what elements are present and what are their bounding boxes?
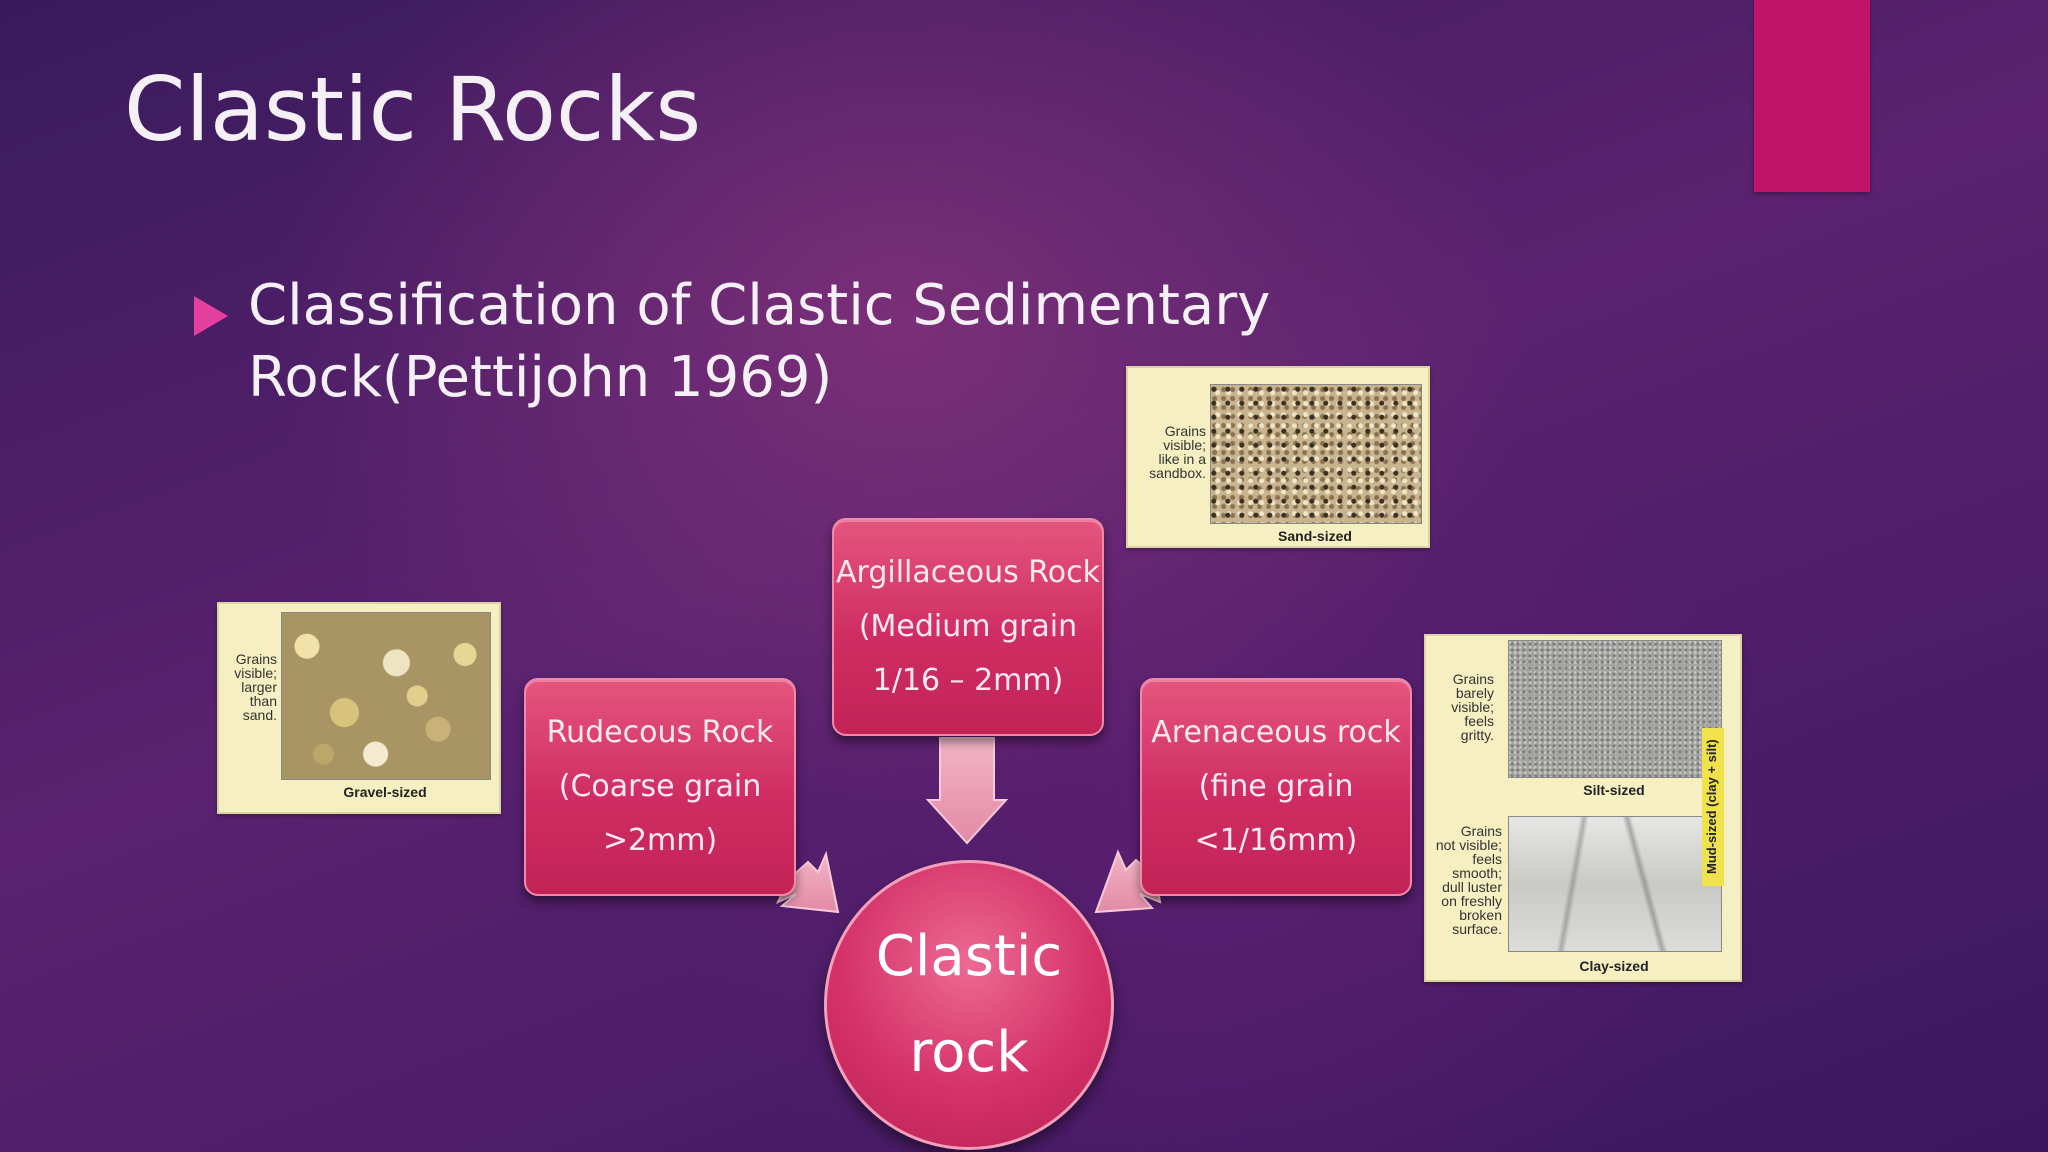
clay-photo [1508,816,1722,952]
arenaceous-line-3: <1/16mm) [1194,823,1358,858]
argillaceous-rock-box: Argillaceous Rock (Medium grain 1/16 – 2… [832,518,1104,736]
arrow-argillaceous-to-clastic [925,737,1009,845]
clastic-rock-circle: Clastic rock [824,860,1114,1150]
arenaceous-line-2: (fine grain [1198,769,1354,804]
argillaceous-line-1: Argillaceous Rock [836,555,1100,590]
rudecous-rock-box: Rudecous Rock (Coarse grain >2mm) [524,678,796,896]
gravel-image-card: Grains visible; larger than sand. Gravel… [217,602,501,814]
slide-title: Clastic Rocks [124,58,702,161]
silt-photo [1508,640,1722,778]
rudecous-line-3: >2mm) [602,823,718,858]
clay-caption: Clay-sized [1579,958,1649,974]
gravel-caption: Gravel-sized [343,784,427,800]
arrow-arenaceous-to-clastic [1094,849,1162,914]
arenaceous-line-1: Arenaceous rock [1151,715,1401,750]
rudecous-line-2: (Coarse grain [558,769,762,804]
clay-side-text: Grains not visible; feels smooth; dull l… [1435,823,1502,937]
argillaceous-line-2: (Medium grain [858,609,1078,644]
mud-sized-label: Mud-sized (clay + silt) [1702,728,1724,886]
argillaceous-line-3: 1/16 – 2mm) [872,663,1064,698]
gravel-photo [281,612,491,780]
bullet-arrow-icon [194,296,228,336]
center-line-1: Clastic [875,924,1063,989]
silt-caption: Silt-sized [1583,782,1645,798]
silt-side-text: Grains barely visible; feels gritty. [1451,671,1494,743]
gravel-side-text: Grains visible; larger than sand. [234,651,277,723]
sand-caption: Sand-sized [1278,528,1352,544]
sand-side-text: Grains visible; like in a sandbox. [1149,423,1206,481]
arenaceous-rock-box: Arenaceous rock (fine grain <1/16mm) [1140,678,1412,896]
sand-image-card: Grains visible; like in a sandbox. Sand-… [1126,366,1430,548]
bullet-text: Classification of Clastic Sedimentary Ro… [248,273,1271,410]
arrow-rudecous-to-clastic [776,850,840,914]
sand-photo [1210,384,1422,524]
center-line-2: rock [909,1020,1029,1085]
rudecous-line-1: Rudecous Rock [546,715,774,750]
accent-bar [1754,0,1870,192]
mud-image-card: Grains barely visible; feels gritty. Sil… [1424,634,1742,982]
